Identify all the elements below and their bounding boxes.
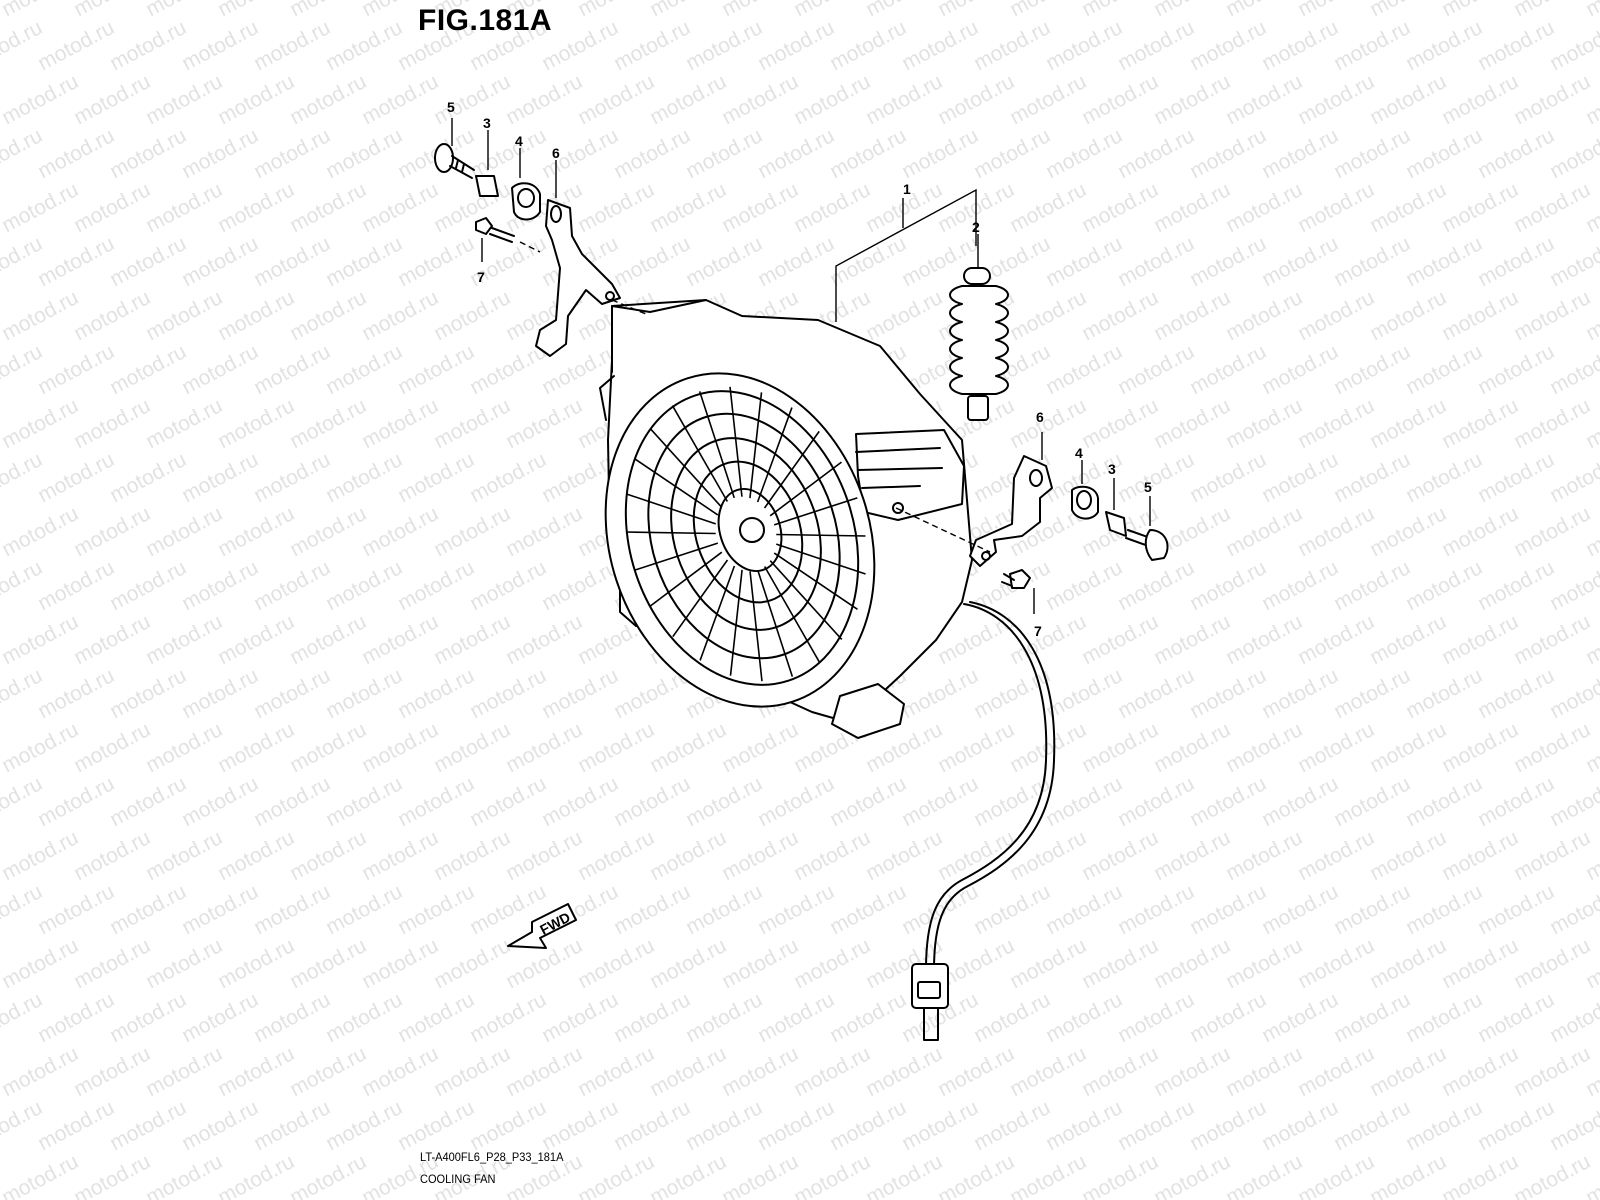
part-1-leader bbox=[835, 188, 977, 322]
grille-spoke bbox=[776, 543, 866, 575]
grille-spoke bbox=[749, 571, 763, 682]
grille-spoke bbox=[729, 386, 743, 497]
grille-spoke bbox=[699, 565, 736, 661]
grille-spoke bbox=[672, 559, 729, 638]
grille-spoke bbox=[749, 392, 763, 499]
callout-6-left: 6 bbox=[552, 145, 560, 161]
figure-code: LT-A400FL6_P28_P33_181A bbox=[420, 1150, 564, 1164]
callout-labels: 1 2 3 4 5 6 7 6 4 3 5 7 bbox=[447, 99, 1152, 639]
figure-name: COOLING FAN bbox=[420, 1172, 496, 1186]
grille-spoke bbox=[769, 461, 842, 517]
left-mounting-hardware bbox=[434, 118, 647, 357]
callout-4-right: 4 bbox=[1075, 445, 1083, 461]
callout-3-right: 3 bbox=[1108, 461, 1116, 477]
callout-1: 1 bbox=[903, 181, 911, 197]
grille-spoke bbox=[769, 560, 843, 641]
callout-5-right: 5 bbox=[1144, 479, 1152, 495]
callout-5-left: 5 bbox=[447, 99, 455, 115]
callout-7-left: 7 bbox=[477, 269, 485, 285]
right-mounting-hardware bbox=[895, 432, 1169, 614]
fan-wiring-lead bbox=[911, 601, 1056, 1041]
callout-3-left: 3 bbox=[483, 115, 491, 131]
callout-6-right: 6 bbox=[1036, 409, 1044, 425]
grille-spoke bbox=[729, 569, 743, 676]
grille-spoke bbox=[649, 427, 723, 508]
callout-2: 2 bbox=[972, 219, 980, 235]
grille-spoke bbox=[650, 551, 723, 607]
grille-spoke bbox=[776, 533, 866, 537]
grille-spoke bbox=[763, 566, 821, 663]
forward-arrow: FWD bbox=[507, 903, 577, 949]
grille-spoke bbox=[756, 569, 794, 677]
grille-spoke bbox=[626, 531, 716, 535]
grille-spoke bbox=[756, 407, 793, 503]
callout-4-left: 4 bbox=[515, 133, 523, 149]
callout-7-right: 7 bbox=[1034, 623, 1042, 639]
fan-grille bbox=[604, 372, 876, 708]
grille-spoke bbox=[626, 493, 716, 525]
figure-title: FIG.181A bbox=[418, 4, 553, 37]
grille-spoke bbox=[773, 497, 858, 526]
fan-resistor bbox=[949, 234, 1009, 421]
grille-spoke bbox=[671, 405, 729, 502]
grille-spoke bbox=[634, 542, 719, 571]
grille-spoke bbox=[763, 430, 820, 509]
grille-spoke bbox=[698, 391, 736, 499]
grille-spoke bbox=[634, 458, 719, 516]
grille-spoke bbox=[773, 552, 858, 610]
